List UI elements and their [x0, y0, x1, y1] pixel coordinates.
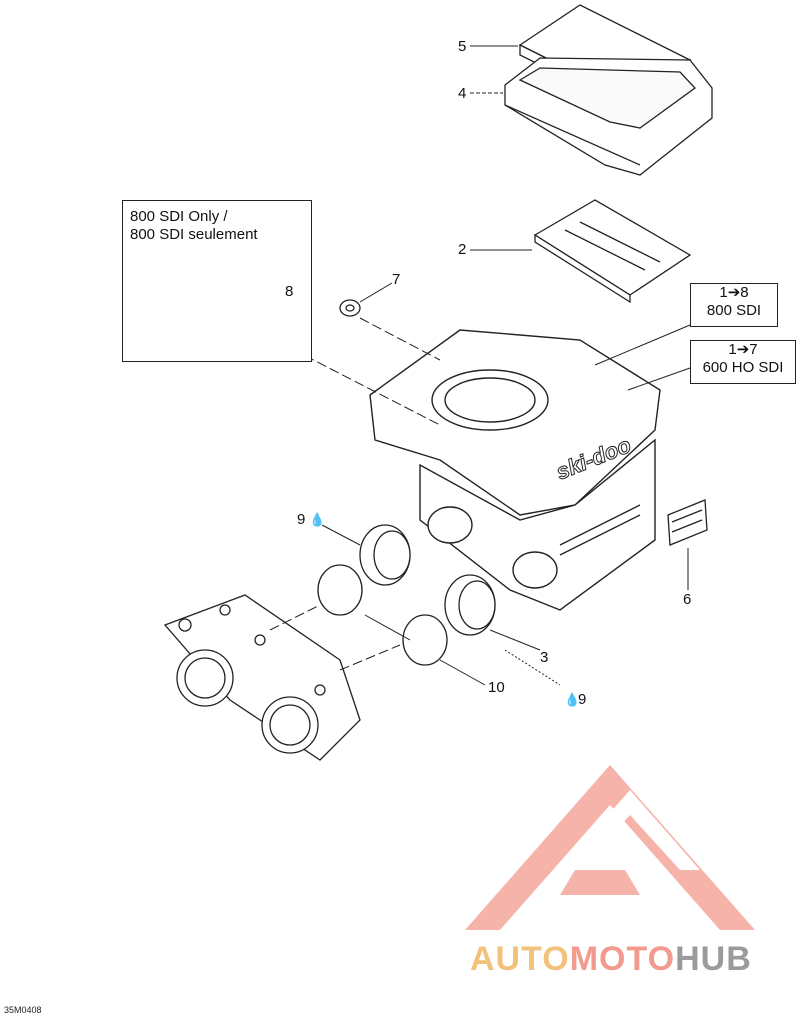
callout-10: 10	[488, 679, 505, 696]
callout-3: 3	[540, 649, 549, 666]
watermark-text: AUTOMOTOHUB	[470, 940, 752, 979]
silencer-box: ski-doo	[369, 329, 661, 611]
tag-600-range: 1➔7	[728, 341, 758, 358]
callout-8: 8	[285, 283, 294, 300]
part-2-plate	[533, 199, 692, 304]
tag-600-ho-sdi: 1➔7 600 HO SDI	[690, 340, 796, 384]
note-line-1: 800 SDI Only /	[130, 208, 228, 225]
callout-2: 2	[458, 241, 467, 258]
drop-icon: 💧	[564, 692, 581, 707]
throttle-body-assembly	[163, 594, 361, 761]
part-3-adaptors	[359, 524, 496, 636]
drop-icon: 💧	[309, 512, 326, 527]
tag-800-range: 1➔8	[719, 284, 749, 301]
callout-4: 4	[458, 85, 467, 102]
note-line-2: 800 SDI seulement	[130, 226, 258, 243]
part-7-grommet	[339, 299, 361, 317]
callout-7: 7	[392, 271, 401, 288]
callout-5: 5	[458, 38, 467, 55]
watermark-auto: AUTO	[470, 940, 570, 978]
model-note-box	[122, 200, 312, 362]
callout-6: 6	[683, 591, 692, 608]
part-6-label	[667, 499, 708, 546]
drawing-code: 35M0408	[4, 1005, 42, 1015]
tag-800-model: 800 SDI	[706, 302, 762, 319]
part-10-clamps	[317, 564, 448, 666]
watermark-logo	[465, 765, 755, 930]
watermark-hub: HUB	[675, 940, 752, 978]
callout-9-bottom: 9	[578, 691, 587, 708]
tag-800-sdi: 1➔8 800 SDI	[690, 283, 778, 327]
callout-9-top: 9	[297, 511, 306, 528]
part-4-filter-frame	[504, 57, 713, 176]
watermark-moto: MOTO	[569, 940, 676, 978]
tag-600-model: 600 HO SDI	[702, 359, 784, 376]
